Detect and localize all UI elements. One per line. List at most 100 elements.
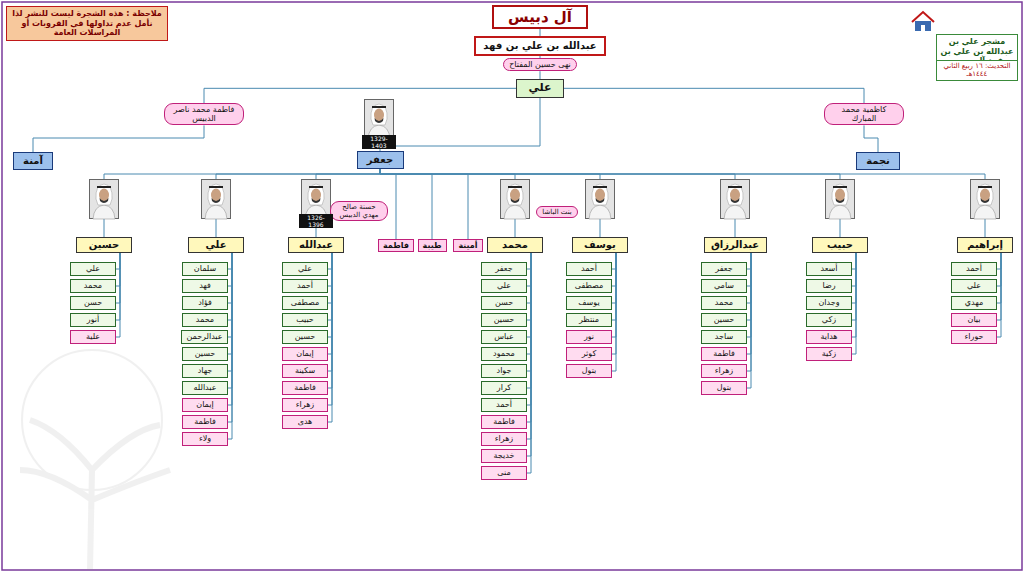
name-text: حسين — [494, 315, 515, 324]
name-text: سلمان — [194, 264, 216, 273]
grandson-box: أحمد — [951, 262, 997, 276]
grandson-box: رضا — [806, 279, 852, 293]
family-link — [864, 125, 878, 152]
daughter-box: فاطمة — [378, 239, 414, 252]
grandson-box: علي — [70, 262, 116, 276]
family-link — [380, 169, 468, 240]
family-link — [228, 253, 232, 304]
family-link — [328, 253, 332, 304]
granddaughter-box: زكية — [806, 347, 852, 361]
grandson-box: حسين — [182, 347, 228, 361]
name-text: جعفر — [495, 264, 512, 273]
name-text: علي — [298, 264, 312, 273]
family-link — [527, 253, 531, 355]
family-link — [747, 253, 751, 389]
son-box: عبدالرزاق — [704, 237, 767, 253]
family-link — [116, 253, 120, 287]
name-text: حسن — [84, 298, 102, 307]
name-text: زهراء — [296, 400, 314, 409]
family-link — [852, 253, 856, 338]
grandson-box: كرار — [481, 381, 527, 395]
portrait-photo — [365, 100, 394, 140]
label-text: 1329-1403 — [370, 135, 387, 149]
family-link — [852, 253, 856, 355]
spouse-box: كاظمية محمد المبارك — [824, 103, 904, 125]
name-text: فاطمة — [713, 349, 735, 358]
granddaughter-box: بيان — [951, 313, 997, 327]
family-link — [997, 253, 1001, 270]
name-text: علي — [967, 281, 981, 290]
grandson-box: أنور — [70, 313, 116, 327]
name-text: فاطمة — [493, 417, 515, 426]
name-text: أنور — [87, 315, 99, 324]
name-text: جواد — [497, 366, 512, 375]
grandson-box: عبدالله — [182, 381, 228, 395]
date-text: التحديث: ١٦ ربيع الثاني ١٤٤٤هـ — [936, 60, 1018, 81]
family-link — [328, 253, 332, 338]
grandson-box: حسين — [701, 313, 747, 327]
name-text: زكي — [822, 315, 836, 324]
family-link — [747, 253, 751, 372]
label-text: ملاحظة : هذه الشجرة ليست للنشر لذا نأمل … — [12, 9, 162, 37]
name-text: محمد — [715, 298, 733, 307]
grandson-box: عباس — [481, 330, 527, 344]
portrait-photo — [826, 180, 855, 220]
granddaughter-box: هدى — [282, 415, 328, 429]
family-link — [228, 253, 232, 423]
family-link — [204, 88, 516, 103]
grandson-box: زكي — [806, 313, 852, 327]
name-text: سامي — [714, 281, 734, 290]
name-text: بيان — [968, 315, 981, 324]
family-link — [380, 169, 515, 238]
name-text: زهراء — [715, 366, 733, 375]
family-link — [328, 253, 332, 287]
name-text: آمنة — [23, 155, 43, 167]
spouse-box: فاطمة محمد ناصر الدبيس — [164, 103, 244, 125]
name-text: عبدالرحمن — [186, 332, 222, 341]
name-text: حسين — [295, 332, 316, 341]
family-link — [116, 253, 120, 338]
family-link — [380, 169, 600, 238]
name-text: حبيب — [827, 239, 853, 251]
name-text: ساجد — [715, 332, 733, 341]
family-link — [997, 253, 1001, 321]
grandson-box: منتظر — [566, 313, 612, 327]
daughter-box: طيبة — [418, 239, 447, 252]
family-link — [527, 253, 531, 457]
grandson-box: مصطفى — [566, 279, 612, 293]
family-link — [228, 253, 232, 270]
son-box: إبراهيم — [957, 237, 1013, 253]
name-text: سكينة — [295, 366, 315, 375]
family-link — [527, 253, 531, 287]
name-text: عبدالله — [194, 383, 217, 392]
family-link — [328, 253, 332, 372]
name-text: فهد — [199, 281, 211, 290]
name-text: عباس — [494, 332, 513, 341]
grandson-box: حسن — [70, 296, 116, 310]
label-text: التحديث: ١٦ ربيع الثاني ١٤٤٤هـ — [943, 62, 1010, 78]
family-link — [747, 253, 751, 304]
name-text: جعفر — [715, 264, 732, 273]
family-link — [564, 88, 864, 103]
name-text: علي — [86, 264, 100, 273]
title-text: آل دبيس — [508, 8, 572, 26]
granddaughter-box: بتول — [701, 381, 747, 395]
name-text: ولاء — [199, 434, 211, 443]
portrait-photo — [586, 180, 615, 220]
family-link — [997, 253, 1001, 304]
grandson-box: جهاد — [182, 364, 228, 378]
person-box: جعفر — [357, 151, 404, 169]
spouse-box: حسنة صالح مهدي الدبيس — [330, 201, 388, 221]
family-link — [527, 253, 531, 440]
father-box: عبدالله بن علي بن فهد — [474, 36, 606, 56]
son-box: علي — [188, 237, 244, 253]
family-link — [380, 169, 735, 238]
tree-watermark — [20, 350, 170, 570]
granddaughter-box: نور — [566, 330, 612, 344]
family-link — [228, 253, 232, 321]
family-link — [380, 169, 432, 240]
name-text: مهدي — [965, 298, 983, 307]
grandson-box: فهد — [182, 279, 228, 293]
family-link — [612, 253, 616, 338]
label-text: 1326-1396 — [307, 214, 324, 228]
